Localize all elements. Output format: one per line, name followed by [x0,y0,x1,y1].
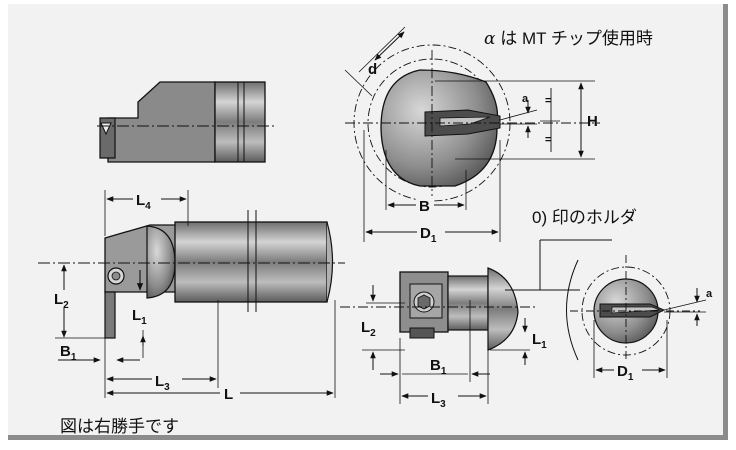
top-side-view [97,81,275,163]
dim-D1-small: D1 [593,320,668,383]
dim-a-end-label: a [522,93,529,105]
dim-small-L3: L3 [401,340,489,410]
dim-d: d [344,26,406,97]
mt-note-caption: α は MT チップ使用時 [484,24,653,49]
dim-L1-label: L1 [132,307,147,327]
dim-D1-small-label: D1 [617,363,634,383]
dim-B1: B1 [58,330,146,363]
dim-L3-label: L3 [155,373,170,393]
dim-a-small-label: a [706,288,713,300]
dim-H: = = H [435,80,598,160]
small-end-view [570,255,700,375]
alpha-symbol: α [484,29,496,49]
dim-H-label: H [587,113,598,130]
dim-B: B [385,150,467,215]
dim-L-label: L [224,386,233,403]
main-side-view [38,210,345,388]
dim-L4: L4 [104,190,189,236]
mt-note-text: は MT チップ使用時 [500,29,653,48]
end-view [345,44,600,205]
dim-a-end-view: a [499,93,538,138]
holder-note-caption: 0) 印のホルダ [532,208,637,227]
drawing-panel: α は MT チップ使用時 0) 印のホルダ 図は右勝手です [8,4,728,440]
dim-B-label: B [419,198,430,215]
H-equal-mark-lower: = [545,134,551,146]
dim-L2-label: L2 [54,291,69,311]
dim-small-L1-label: L1 [532,331,547,351]
dim-L1: L1 [132,307,147,327]
dim-a-small: a [663,288,713,326]
dim-small-B1: B1 [380,338,490,404]
right-hand-note-caption: 図は右勝手です [60,417,179,436]
dim-D1-top: D1 [363,130,501,245]
dim-L3: L3 [104,338,217,398]
dim-small-B1-label: B1 [430,357,447,377]
H-equal-mark-upper: = [545,95,551,107]
small-holder-view [340,239,612,382]
dim-d-label: d [368,61,377,78]
dim-D1-top-label: D1 [420,225,437,245]
dim-small-L1: L1 [490,318,547,365]
dim-B1-label: B1 [60,343,77,363]
dim-L4-label: L4 [136,192,151,212]
dim-L: L [106,300,336,403]
dim-small-L2-label: L2 [361,319,376,339]
dim-small-L3-label: L3 [431,390,446,410]
dim-small-L2: L2 [361,285,405,370]
